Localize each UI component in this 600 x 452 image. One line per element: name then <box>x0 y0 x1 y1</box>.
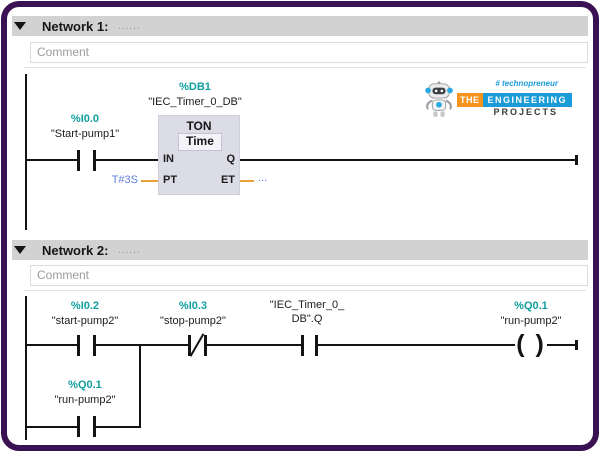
output-coil[interactable]: ( ) <box>516 330 546 358</box>
contact-address[interactable]: %I0.3 <box>178 300 208 312</box>
no-contact-bar[interactable] <box>93 335 96 356</box>
network1-title: Network 1: <box>42 19 109 34</box>
contact-name[interactable]: "run-pump2" <box>54 394 116 406</box>
pin-pt-label: PT <box>163 174 178 186</box>
wire-segment <box>25 344 77 346</box>
wire-end-tick <box>575 155 578 165</box>
timer-type-label: TON <box>186 119 212 133</box>
et-value[interactable]: ... <box>258 172 268 184</box>
wire-segment <box>547 344 577 346</box>
branch-wire <box>139 344 141 428</box>
contact-name[interactable]: "start-pump2" <box>51 315 119 327</box>
wire-segment <box>25 159 77 161</box>
nc-contact-slash <box>189 333 205 357</box>
contact-address[interactable]: %I0.2 <box>70 300 100 312</box>
network2-comment[interactable]: Comment <box>30 265 588 286</box>
logo-engineering: ENGINEERING <box>482 93 573 107</box>
pin-q-label: Q <box>226 153 235 165</box>
wire-segment <box>240 159 577 161</box>
coil-name[interactable]: "run-pump2" <box>500 315 562 327</box>
coil-address[interactable]: %Q0.1 <box>514 300 548 312</box>
wire-segment <box>318 344 515 346</box>
pin-in-label: IN <box>163 153 174 165</box>
nc-contact-bar[interactable] <box>188 335 191 356</box>
power-rail <box>25 296 27 440</box>
divider <box>24 67 586 68</box>
network2-collapse-icon[interactable] <box>14 246 26 254</box>
contact-name-line1[interactable]: "IEC_Timer_0_ <box>269 299 345 311</box>
network1-collapse-icon[interactable] <box>14 22 26 30</box>
pt-stub-wire <box>141 180 158 182</box>
no-contact-bar[interactable] <box>93 150 96 171</box>
contact-name[interactable]: "Start-pump1" <box>50 128 120 140</box>
network2-header[interactable] <box>12 240 588 260</box>
no-contact-bar[interactable] <box>93 416 96 437</box>
timer-db-address[interactable]: %DB1 <box>179 81 211 93</box>
timer-db-name[interactable]: "IEC_Timer_0_DB" <box>148 96 242 108</box>
contact-name[interactable]: "stop-pump2" <box>160 315 226 327</box>
network1-header[interactable] <box>12 16 588 36</box>
wire-end-tick <box>575 340 578 350</box>
no-contact-bar[interactable] <box>77 416 80 437</box>
ton-timer-block[interactable] <box>158 115 240 195</box>
network1-title-placeholder[interactable]: ...... <box>118 21 141 32</box>
wire-segment <box>25 426 77 428</box>
nc-contact-bar[interactable] <box>204 335 207 356</box>
pt-value[interactable]: T#3S <box>111 174 138 186</box>
wire-segment <box>96 426 141 428</box>
wire-segment <box>207 344 301 346</box>
wire-segment <box>96 159 158 161</box>
contact-name-line2[interactable]: DB".Q <box>291 313 323 325</box>
no-contact-bar[interactable] <box>301 335 304 356</box>
wire-segment <box>96 344 188 346</box>
network1-comment[interactable]: Comment <box>30 42 588 63</box>
power-rail <box>25 74 27 230</box>
no-contact-bar[interactable] <box>315 335 318 356</box>
contact-address[interactable]: %Q0.1 <box>68 379 102 391</box>
no-contact-bar[interactable] <box>77 150 80 171</box>
contact-address[interactable]: %I0.0 <box>70 113 100 125</box>
divider <box>24 290 586 291</box>
network2-title-placeholder[interactable]: ...... <box>118 245 141 256</box>
timer-datatype-dropdown[interactable]: Time <box>178 133 222 151</box>
et-stub-wire <box>240 180 254 182</box>
robot-icon <box>420 79 458 124</box>
logo-the: THE <box>457 93 483 107</box>
network2-title: Network 2: <box>42 243 109 258</box>
no-contact-bar[interactable] <box>77 335 80 356</box>
pin-et-label: ET <box>220 174 235 186</box>
logo-hashtag: # technopreneur <box>495 79 558 88</box>
logo-projects: PROJECTS <box>493 107 558 117</box>
